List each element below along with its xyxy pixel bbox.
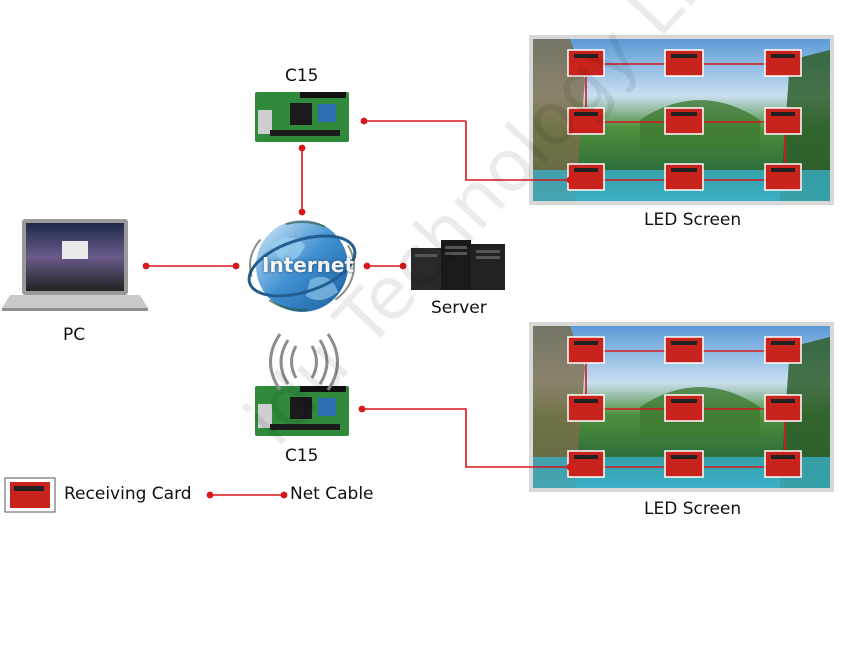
- receiving-cards-bottom: [567, 336, 802, 478]
- led-screen-label-top: LED Screen: [644, 210, 742, 230]
- c15-label-top: C15: [285, 66, 319, 86]
- internet-globe-icon: [247, 220, 357, 312]
- server-label: Server: [431, 298, 487, 318]
- c15-controller-bottom: [255, 386, 349, 436]
- legend-net-cable-label: Net Cable: [290, 484, 374, 504]
- legend-receiving-card-icon: [4, 477, 56, 513]
- c15-label-bottom: C15: [285, 446, 319, 466]
- c15-controller-top: [255, 92, 349, 142]
- wifi-icon: [269, 333, 339, 391]
- net-cables: [142, 117, 574, 471]
- server-icon: [411, 240, 505, 290]
- legend-receiving-card-label: Receiving Card: [64, 484, 192, 504]
- pc-label: PC: [63, 325, 86, 345]
- led-screen-label-bottom: LED Screen: [644, 499, 742, 519]
- laptop-icon: [2, 219, 148, 311]
- legend-net-cable-icon: [206, 491, 288, 499]
- internet-label: Internet: [262, 253, 355, 277]
- network-diagram: [2, 35, 834, 513]
- receiving-cards-top: [567, 49, 802, 191]
